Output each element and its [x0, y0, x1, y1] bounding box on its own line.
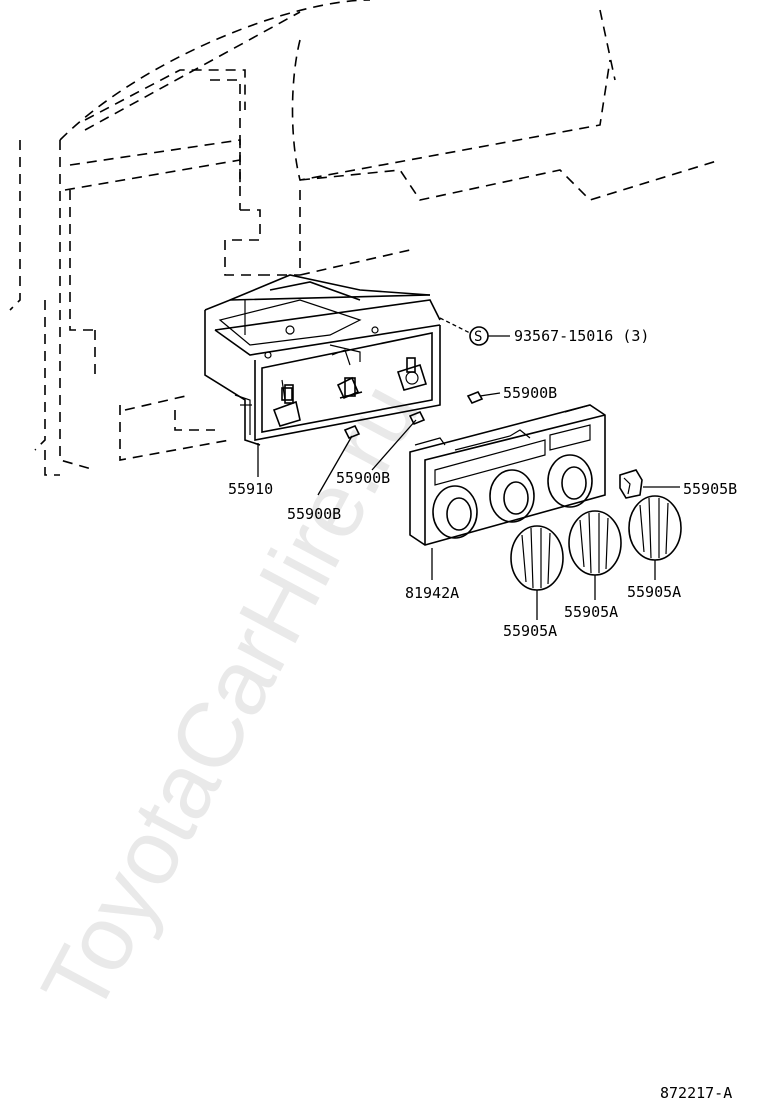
knob-middle — [568, 510, 622, 576]
label-bezel: 81942A — [405, 584, 459, 602]
heater-control-assembly — [204, 274, 441, 446]
bezel-panel — [409, 404, 606, 546]
lever-right — [396, 357, 428, 391]
label-pin-left: 55900B — [287, 505, 341, 523]
drawing-number: 872217-A — [660, 1084, 732, 1102]
screw-symbol: S — [469, 326, 489, 346]
instrument-panel-outline — [9, 0, 721, 476]
lever-middle — [336, 376, 363, 400]
knob-left — [510, 525, 564, 591]
label-knob-left: 55905A — [503, 622, 557, 640]
label-knob-middle: 55905A — [564, 603, 618, 621]
knob-right — [628, 495, 682, 561]
lever-left — [272, 384, 301, 427]
label-screw: 93567-15016 (3) — [514, 327, 649, 345]
leader-lines — [257, 317, 680, 620]
label-knob-right: 55905A — [627, 583, 681, 601]
label-button-knob: 55905B — [683, 480, 737, 498]
button-knob — [619, 469, 643, 499]
label-pin-middle: 55900B — [336, 469, 390, 487]
label-pin-top-right: 55900B — [503, 384, 557, 402]
label-control-assembly: 55910 — [228, 480, 273, 498]
pin-left — [343, 424, 361, 440]
pin-top-right — [466, 390, 484, 405]
pin-middle — [408, 410, 426, 426]
screw-symbol-letter: S — [474, 329, 482, 345]
